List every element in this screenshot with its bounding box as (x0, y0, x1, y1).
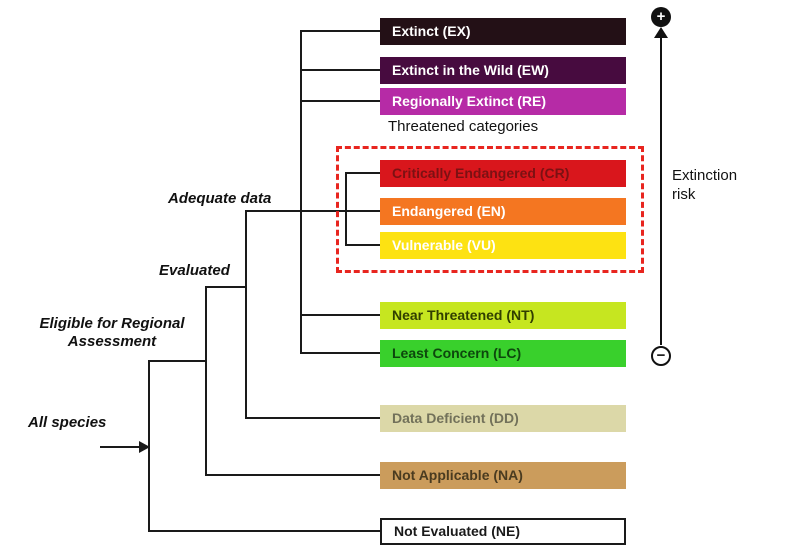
all-species-label: All species (28, 414, 107, 431)
arrowhead-up-icon (654, 27, 668, 38)
trunk-categories-line (300, 30, 302, 354)
category-box-nt: Near Threatened (NT) (380, 302, 626, 329)
category-box-dd: Data Deficient (DD) (380, 405, 626, 432)
trunk-adequate-line (245, 210, 247, 419)
threatened-group-outline (336, 146, 644, 273)
connector-ne-line (148, 530, 380, 532)
connector-en-line (245, 210, 380, 212)
threatened-bracket-line (345, 172, 347, 246)
connector-lc-line (300, 352, 380, 354)
plus-icon: + (651, 7, 671, 27)
connector-re-line (300, 100, 380, 102)
connector-na-line (205, 474, 380, 476)
category-box-re: Regionally Extinct (RE) (380, 88, 626, 115)
category-box-ex: Extinct (EX) (380, 18, 626, 45)
connector-ew-line (300, 69, 380, 71)
all-species-arrow-line (100, 446, 140, 448)
connector-nt-line (300, 314, 380, 316)
trunk-evaluated-line (205, 286, 207, 476)
minus-icon: − (651, 346, 671, 366)
arrowhead-right-icon (139, 441, 150, 453)
category-box-ne: Not Evaluated (NE) (380, 518, 626, 545)
connector-dd-line (245, 417, 380, 419)
connector-vu-line (345, 244, 380, 246)
category-box-cr: Critically Endangered (CR) (380, 160, 626, 187)
category-box-na: Not Applicable (NA) (380, 462, 626, 489)
connector-ex-line (300, 30, 380, 32)
eligible-label-line1: Eligible for Regional (39, 315, 185, 332)
category-box-vu: Vulnerable (VU) (380, 232, 626, 259)
category-box-en: Endangered (EN) (380, 198, 626, 225)
category-box-lc: Least Concern (LC) (380, 340, 626, 367)
extinction-risk-label-line1: Extinction (672, 167, 738, 184)
connector-evaluated-adequate (205, 286, 247, 288)
eligible-label-line2: Assessment (67, 333, 157, 350)
extinction-risk-label: Extinction risk (672, 166, 737, 204)
category-box-ew: Extinct in the Wild (EW) (380, 57, 626, 84)
extinction-risk-label-line2: risk (672, 186, 696, 203)
adequate-data-label: Adequate data (168, 190, 272, 207)
threatened-categories-label: Threatened categories (388, 118, 539, 135)
connector-cr-line (345, 172, 380, 174)
eligible-for-regional-assessment-label: Eligible for Regional Assessment (22, 315, 202, 351)
extinction-risk-arrow (660, 38, 662, 345)
evaluated-label: Evaluated (159, 262, 230, 279)
connector-eligible-evaluated (148, 360, 207, 362)
